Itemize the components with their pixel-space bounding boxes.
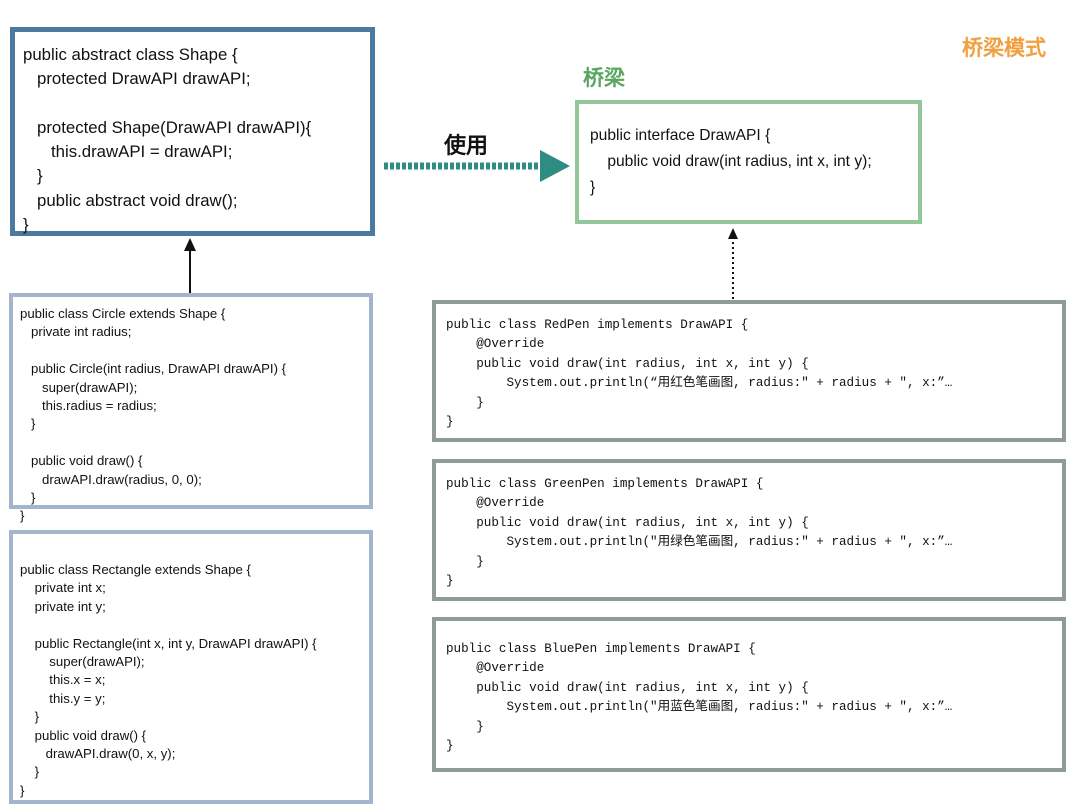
rectangle-code: public class Rectangle extends Shape { p… <box>20 562 317 798</box>
implements-arrow <box>728 228 738 299</box>
shape-abstract-class-box: public abstract class Shape { protected … <box>10 27 375 236</box>
greenpen-code: public class GreenPen implements DrawAPI… <box>446 477 953 589</box>
bridge-label: 桥梁 <box>583 67 625 90</box>
bluepen-class-box: public class BluePen implements DrawAPI … <box>432 617 1066 772</box>
shape-code: public abstract class Shape { protected … <box>23 45 312 235</box>
uses-label: 使用 <box>444 133 489 158</box>
greenpen-class-box: public class GreenPen implements DrawAPI… <box>432 459 1066 601</box>
circle-code: public class Circle extends Shape { priv… <box>20 306 287 524</box>
rectangle-class-box: public class Rectangle extends Shape { p… <box>9 530 373 804</box>
diagram-title: 桥梁模式 <box>962 37 1046 60</box>
redpen-code: public class RedPen implements DrawAPI {… <box>446 318 953 430</box>
drawapi-code: public interface DrawAPI { public void d… <box>590 127 872 196</box>
inheritance-arrow <box>184 238 196 293</box>
bluepen-code: public class BluePen implements DrawAPI … <box>446 642 953 754</box>
redpen-class-box: public class RedPen implements DrawAPI {… <box>432 300 1066 442</box>
drawapi-interface-box: public interface DrawAPI { public void d… <box>575 100 922 224</box>
circle-class-box: public class Circle extends Shape { priv… <box>9 293 373 523</box>
